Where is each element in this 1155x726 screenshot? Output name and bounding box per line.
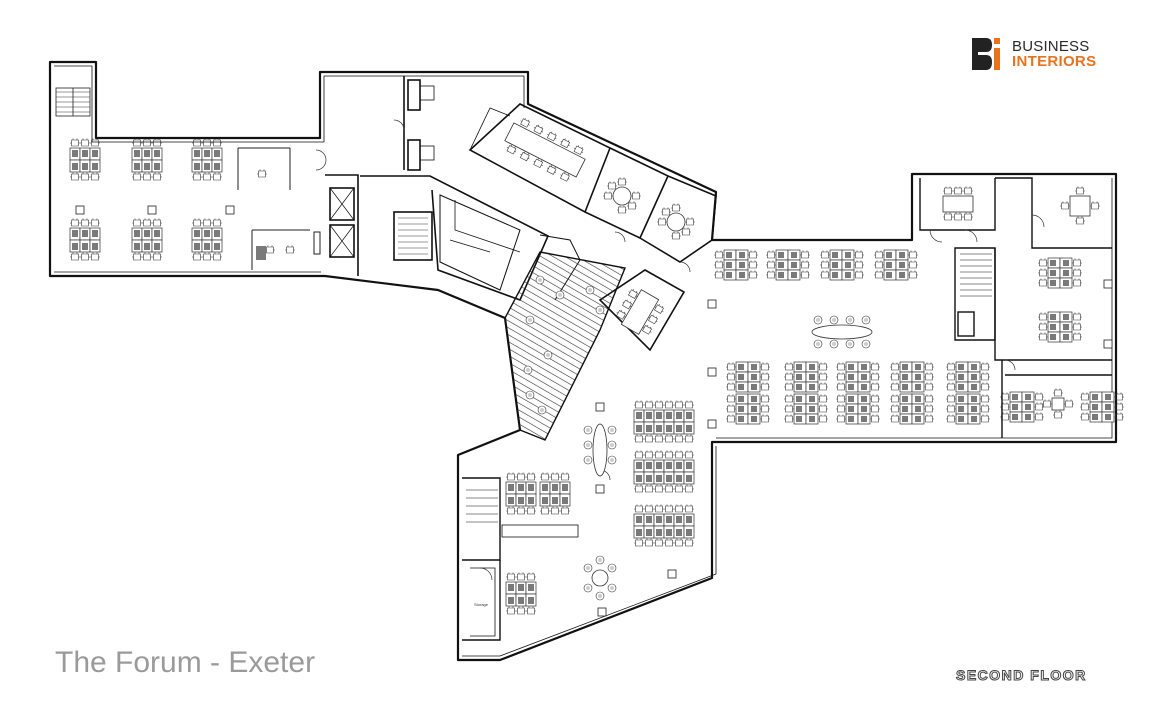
storage-label: Storage xyxy=(474,602,489,607)
brand-name-line1: BUSINESS xyxy=(1012,38,1090,55)
feature-stair xyxy=(504,251,626,441)
brand-name-line2: INTERIORS xyxy=(1012,53,1097,70)
plan-title: The Forum - Exeter xyxy=(55,646,316,679)
right-wing-partitions xyxy=(919,177,1112,438)
open-plan-pods-lower xyxy=(726,362,990,424)
building-walls xyxy=(48,60,1118,662)
left-office-pods xyxy=(70,139,296,261)
stair-treads xyxy=(55,87,428,255)
brand-mark-icon xyxy=(972,38,1000,70)
boardroom-tables xyxy=(504,116,1101,601)
left-office-partitions xyxy=(237,147,321,270)
doors xyxy=(315,119,1045,581)
floor-label: SECOND FLOOR xyxy=(956,667,1087,684)
brand-logo: BUSINESS INTERIORS xyxy=(972,37,1096,71)
brand-text: BUSINESS INTERIORS xyxy=(1012,39,1096,69)
lower-wing-partitions xyxy=(462,477,579,641)
upper-rooms xyxy=(403,76,717,352)
core xyxy=(325,174,581,302)
columns xyxy=(595,279,1113,617)
open-plan-pods-upper xyxy=(714,250,918,280)
